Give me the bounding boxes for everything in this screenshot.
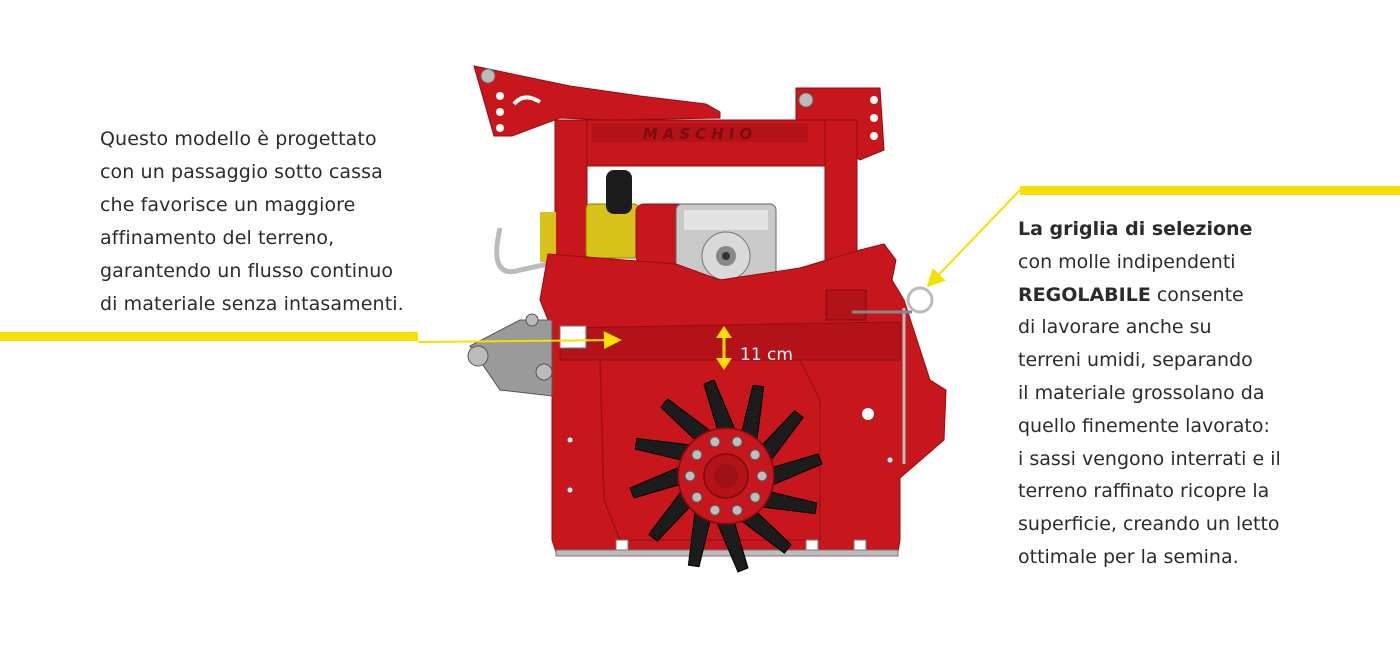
right-description-line: terreni umidi, separando [1018,349,1253,372]
hydraulic-pump [494,170,639,274]
rotor-bolt [709,436,721,448]
rotor-blades [629,379,823,573]
clearance-measurement: 11 cm [716,326,793,370]
right-description-line: quello finemente lavorato: [1018,414,1270,437]
right-description-line: di lavorare anche su [1018,316,1212,339]
rotor-bolt [731,504,743,516]
left-callout-line [0,332,418,341]
left-description-line: che favorisce un maggiore [100,194,356,216]
measurement-label: 11 cm [740,345,793,365]
left-description-line: garantendo un flusso continuo [100,260,394,282]
right-description-line: REGOLABILE consente [1018,279,1318,312]
rotor-bolt [709,504,721,516]
rotor-bolt [749,449,761,461]
left-callout-arrow [417,331,622,350]
upper-frame: MASCHIO [473,65,885,281]
rotor-bolt [756,470,768,482]
right-callout-arrow [926,189,1021,288]
brand-logo: MASCHIO [643,125,757,143]
rotor-bolt [731,436,743,448]
left-description-line: Questo modello è progettato [100,128,377,150]
rotor-housing [467,243,947,557]
rotor-bolt [749,491,761,503]
rotor-bolt [691,491,703,503]
left-description-line: con un passaggio sotto cassa [100,161,383,183]
right-description-line: ottimale per la semina. [1018,545,1239,568]
left-description-line: di materiale senza intasamenti. [100,293,404,315]
selection-grid-springs [852,286,934,464]
right-description-line: terreno raffinato ricopre la [1018,480,1270,503]
right-description-line: il materiale grossolano da [1018,381,1265,404]
left-description-line: affinamento del terreno, [100,227,335,249]
right-description-line: con molle indipendenti [1018,250,1236,273]
highlight-word: REGOLABILE [1018,283,1151,306]
left-description: Questo modello è progettato con un passa… [100,123,430,321]
right-description-line: superficie, creando un letto [1018,513,1280,536]
rotor-bolt [691,449,703,461]
rotor-bolt [684,470,696,482]
right-description: La griglia di selezione con molle indipe… [1018,213,1318,574]
right-description-line: i sassi vengono interrati e il [1018,447,1281,470]
right-callout-line [1020,186,1400,195]
right-description-line-rest: consente [1150,283,1244,306]
right-description-title: La griglia di selezione [1018,218,1253,240]
